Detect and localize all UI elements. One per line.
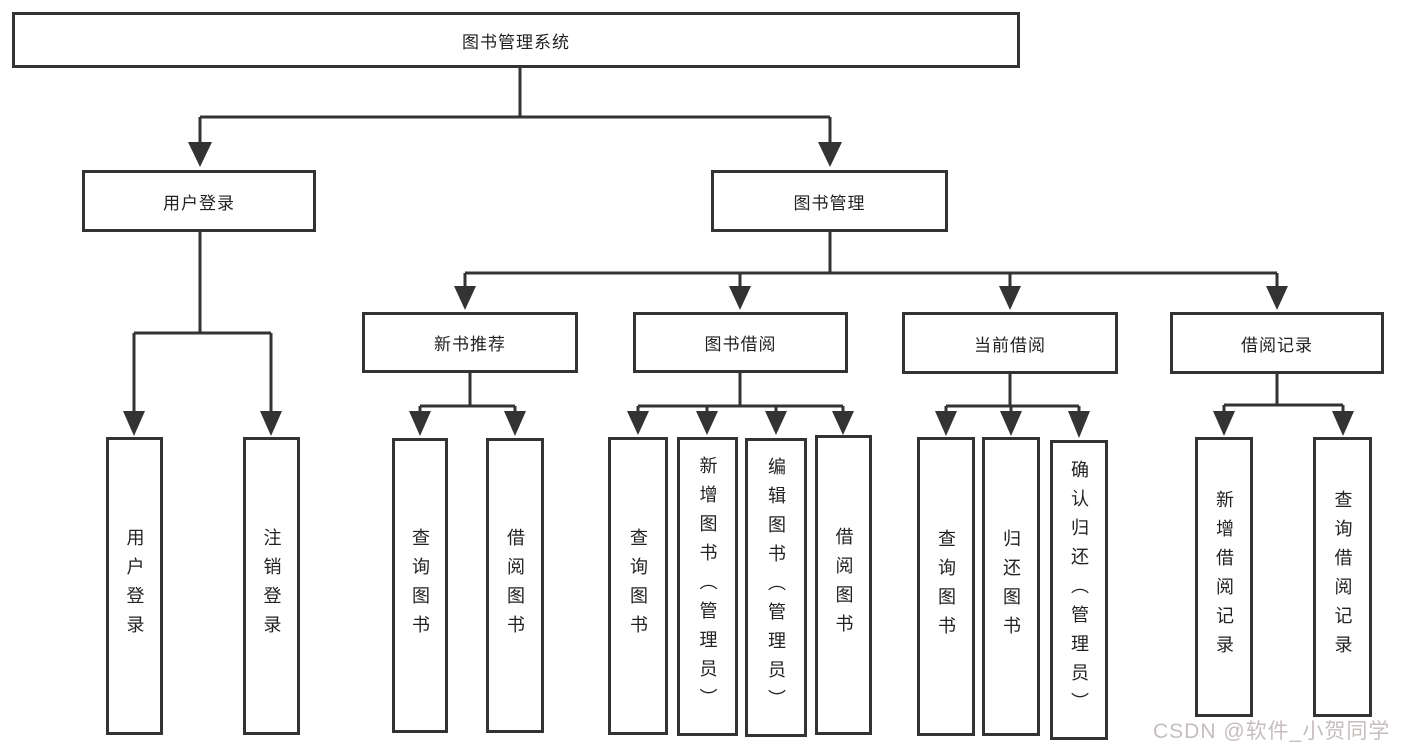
leaf-query-books-current: 查询图书 (917, 437, 975, 736)
node-user-login: 用户登录 (82, 170, 316, 232)
node-current-borrowing: 当前借阅 (902, 312, 1118, 374)
leaf-borrow-books: 借阅图书 (815, 435, 872, 735)
arrowhead (1068, 411, 1090, 438)
leaf-query-borrow-record: 查询借阅记录 (1313, 437, 1372, 717)
arrowhead (696, 411, 718, 435)
arrowhead (818, 142, 842, 167)
arrowhead (123, 411, 145, 436)
node-label: 图书管理系统 (462, 32, 570, 52)
node-label: 新增借阅记录 (1214, 490, 1234, 664)
node-new-book-recommend: 新书推荐 (362, 312, 578, 373)
node-book-management: 图书管理 (711, 170, 948, 232)
arrowhead (504, 411, 526, 436)
arrowhead (1266, 286, 1288, 310)
leaf-add-borrow-record: 新增借阅记录 (1195, 437, 1253, 717)
node-borrow-records: 借阅记录 (1170, 312, 1384, 374)
arrowhead (1332, 411, 1354, 436)
arrowhead (260, 411, 282, 436)
node-label: 借阅图书 (833, 527, 854, 643)
arrowhead (1213, 411, 1235, 436)
node-label: 查询图书 (936, 528, 956, 645)
leaf-confirm-return-admin: 确认归还（管理员） (1050, 440, 1108, 740)
node-label: 图书管理 (793, 193, 866, 213)
arrowhead (832, 411, 854, 435)
node-root-system: 图书管理系统 (12, 12, 1020, 68)
arrowhead (999, 286, 1021, 310)
node-label: 确认归还（管理员） (1069, 459, 1089, 721)
node-label: 用户登录 (124, 528, 145, 644)
arrowhead (454, 286, 476, 310)
node-label: 新书推荐 (434, 335, 506, 354)
leaf-edit-books-admin: 编辑图书（管理员） (745, 438, 807, 737)
node-label: 查询图书 (410, 527, 430, 644)
node-label: 用户登录 (163, 193, 235, 213)
node-label: 借阅记录 (1241, 335, 1313, 355)
csdn-watermark: CSDN @软件_小贺同学 (1153, 720, 1391, 743)
arrowhead (729, 286, 751, 310)
node-label: 查询图书 (628, 528, 648, 644)
arrowhead (935, 411, 957, 436)
arrowhead (1000, 411, 1022, 436)
leaf-borrow-books-recommend: 借阅图书 (486, 438, 544, 733)
leaf-return-books: 归还图书 (982, 437, 1040, 736)
node-label: 查询借阅记录 (1332, 490, 1353, 664)
node-label: 借阅图书 (505, 527, 525, 644)
arrowhead (627, 411, 649, 435)
node-label: 注销登录 (261, 528, 282, 644)
leaf-logout: 注销登录 (243, 437, 300, 735)
node-book-borrowing: 图书借阅 (633, 312, 848, 373)
node-label: 归还图书 (1001, 528, 1021, 645)
node-label: 编辑图书（管理员） (766, 457, 786, 718)
leaf-add-books-admin: 新增图书（管理员） (677, 437, 738, 736)
leaf-query-books-recommend: 查询图书 (392, 438, 448, 733)
leaf-user-login: 用户登录 (106, 437, 163, 735)
node-label: 图书借阅 (704, 335, 777, 354)
arrowhead (188, 142, 212, 167)
arrowhead (409, 411, 431, 436)
node-label: 新增图书（管理员） (697, 456, 718, 717)
arrowhead (765, 411, 787, 435)
leaf-query-books-borrow: 查询图书 (608, 437, 668, 735)
node-label: 当前借阅 (974, 335, 1046, 355)
